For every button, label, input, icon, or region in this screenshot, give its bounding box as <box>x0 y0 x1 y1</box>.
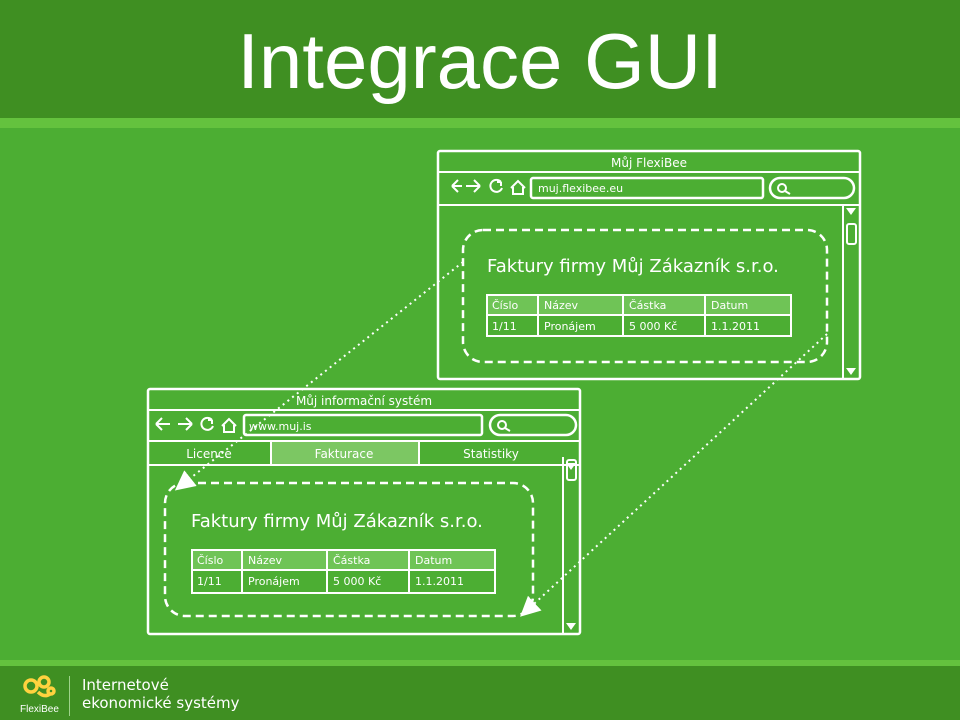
browser-bottom-search-box[interactable] <box>488 413 578 437</box>
table-header-nazev: Název <box>248 554 283 567</box>
browser-top-scroll-thumb[interactable] <box>846 223 857 245</box>
browser-top-heading: Faktury firmy Můj Zákazník s.r.o. <box>487 256 779 277</box>
home-icon[interactable] <box>510 179 526 195</box>
scroll-up-icon[interactable] <box>846 208 856 215</box>
forward-arrow-icon[interactable] <box>178 417 193 431</box>
scroll-up-icon[interactable] <box>566 463 576 470</box>
browser-bottom-window-title: Můj informační systém <box>296 394 432 408</box>
title-band <box>0 0 960 118</box>
footer-tagline-line2: ekonomické systémy <box>82 694 240 712</box>
tab-statistiky[interactable]: Statistiky <box>463 447 519 461</box>
footer-divider <box>0 660 960 666</box>
forward-arrow-icon[interactable] <box>466 179 481 193</box>
browser-bottom-invoice-table: Číslo Název Částka Datum 1/11 Pronájem 5… <box>191 549 496 594</box>
scroll-down-icon[interactable] <box>566 623 576 630</box>
table-header-cislo: Číslo <box>197 554 224 567</box>
table-header-nazev: Název <box>544 299 579 312</box>
table-header-datum: Datum <box>415 554 452 567</box>
table-header-datum: Datum <box>711 299 748 312</box>
footer <box>0 666 960 720</box>
tab-licence[interactable]: Licence <box>186 447 232 461</box>
browser-top-url-bar[interactable] <box>529 176 765 200</box>
flexibee-logo-icon <box>23 675 56 698</box>
embedded-panel-bottom <box>163 481 535 618</box>
connector-arrow-right <box>520 333 828 617</box>
slide-title: Integrace GUI <box>237 17 723 105</box>
footer-separator <box>69 676 70 716</box>
browser-bottom-url: www.muj.is <box>249 420 312 433</box>
browser-bottom-scroll-thumb[interactable] <box>566 459 577 481</box>
table-header-castka: Částka <box>333 554 370 567</box>
table-cell: 1/11 <box>492 320 517 333</box>
browser-bottom-heading: Faktury firmy Můj Zákazník s.r.o. <box>191 511 483 532</box>
table-cell: 5 000 Kč <box>333 575 381 588</box>
browser-bottom-frame <box>146 387 582 636</box>
refresh-icon[interactable] <box>200 416 214 431</box>
table-header-castka: Částka <box>629 299 666 312</box>
table-header-cislo: Číslo <box>492 299 519 312</box>
table-cell: 1.1.2011 <box>711 320 760 333</box>
tab-fakturace[interactable]: Fakturace <box>315 447 374 461</box>
table-cell: 1.1.2011 <box>415 575 464 588</box>
slide-body <box>0 128 960 660</box>
browser-bottom-url-bar[interactable] <box>242 413 484 437</box>
home-icon[interactable] <box>221 417 237 433</box>
browser-top-search-box[interactable] <box>768 176 856 200</box>
table-cell: 5 000 Kč <box>629 320 677 333</box>
search-icon[interactable] <box>497 420 507 430</box>
browser-top-url: muj.flexibee.eu <box>538 182 623 195</box>
connector-arrow-left <box>174 261 464 491</box>
embedded-panel-top <box>461 228 829 364</box>
flexibee-logo-text: FlexiBee <box>20 704 59 715</box>
search-icon[interactable] <box>777 183 787 193</box>
table-cell: Pronájem <box>544 320 596 333</box>
browser-top <box>436 149 862 381</box>
scroll-down-icon[interactable] <box>846 368 856 375</box>
table-cell: Pronájem <box>248 575 300 588</box>
footer-tagline: Internetové ekonomické systémy <box>82 676 240 712</box>
table-cell: 1/11 <box>197 575 222 588</box>
tab-fakturace-bg <box>272 442 418 464</box>
back-arrow-icon[interactable] <box>451 179 462 193</box>
back-arrow-icon[interactable] <box>155 417 170 431</box>
browser-bottom <box>146 387 582 636</box>
title-divider <box>0 118 960 128</box>
refresh-icon[interactable] <box>489 178 503 193</box>
footer-tagline-line1: Internetové <box>82 676 169 694</box>
browser-top-window-title: Můj FlexiBee <box>611 156 687 170</box>
browser-top-frame <box>436 149 862 381</box>
browser-top-invoice-table: Číslo Název Částka Datum 1/11 Pronájem 5… <box>486 294 792 337</box>
